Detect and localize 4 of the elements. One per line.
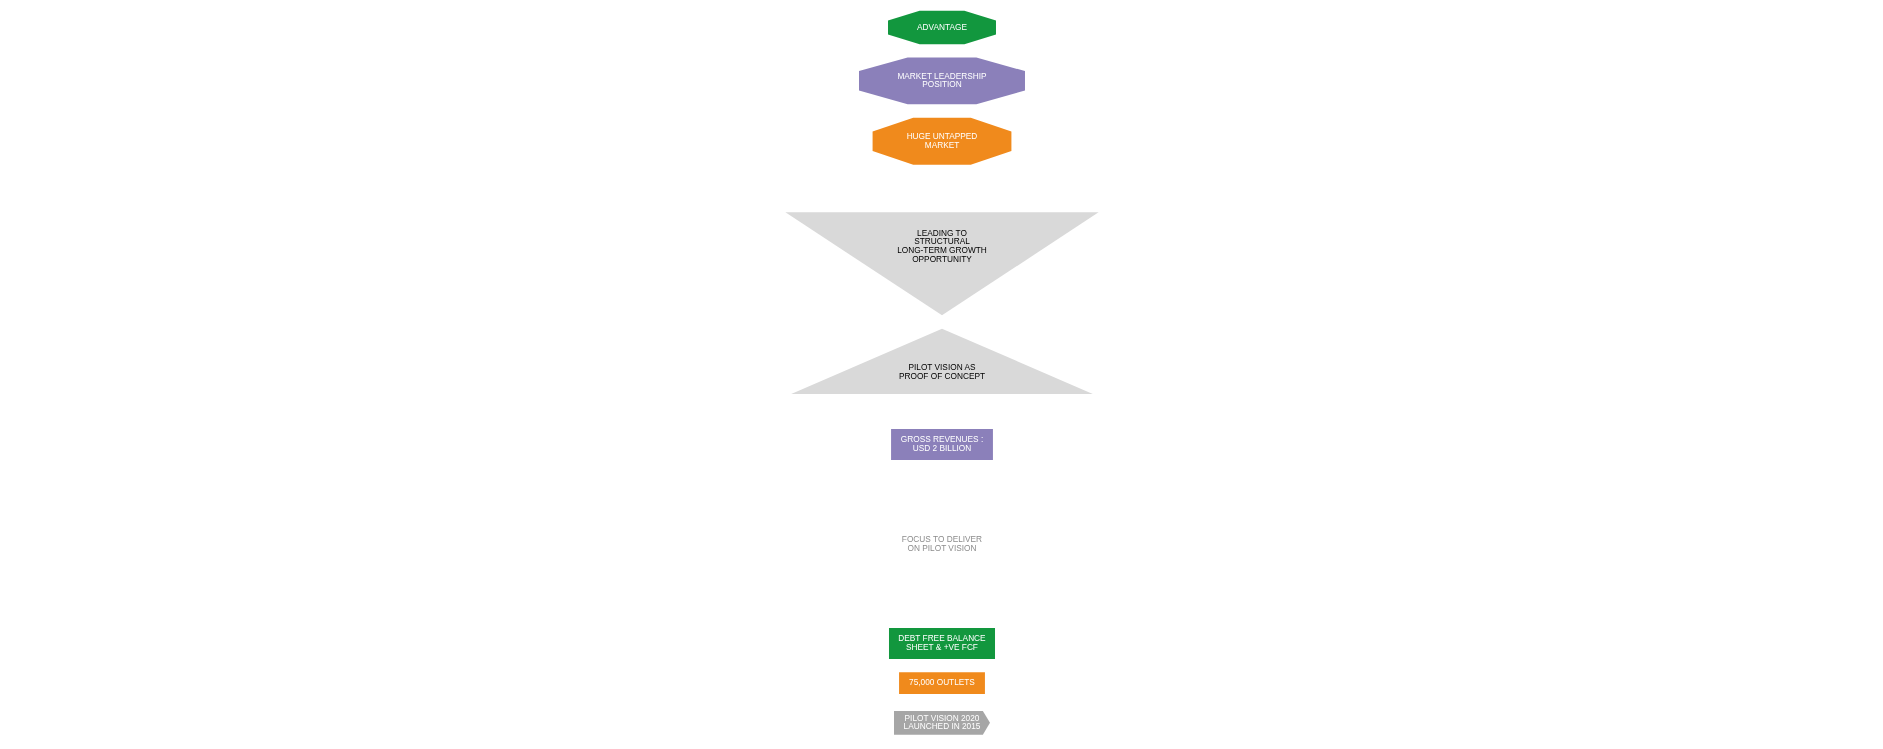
- node-box: GROSS REVENUES : USD 2 BILLION: [890, 429, 993, 460]
- node-text: FOCUS TO DELIVER ON PILOT VISION: [901, 533, 982, 553]
- node-box: 75,000 OUTLETS: [898, 672, 985, 695]
- node-box: DEBT FREE BALANCE SHEET & +VE FCF: [888, 628, 995, 659]
